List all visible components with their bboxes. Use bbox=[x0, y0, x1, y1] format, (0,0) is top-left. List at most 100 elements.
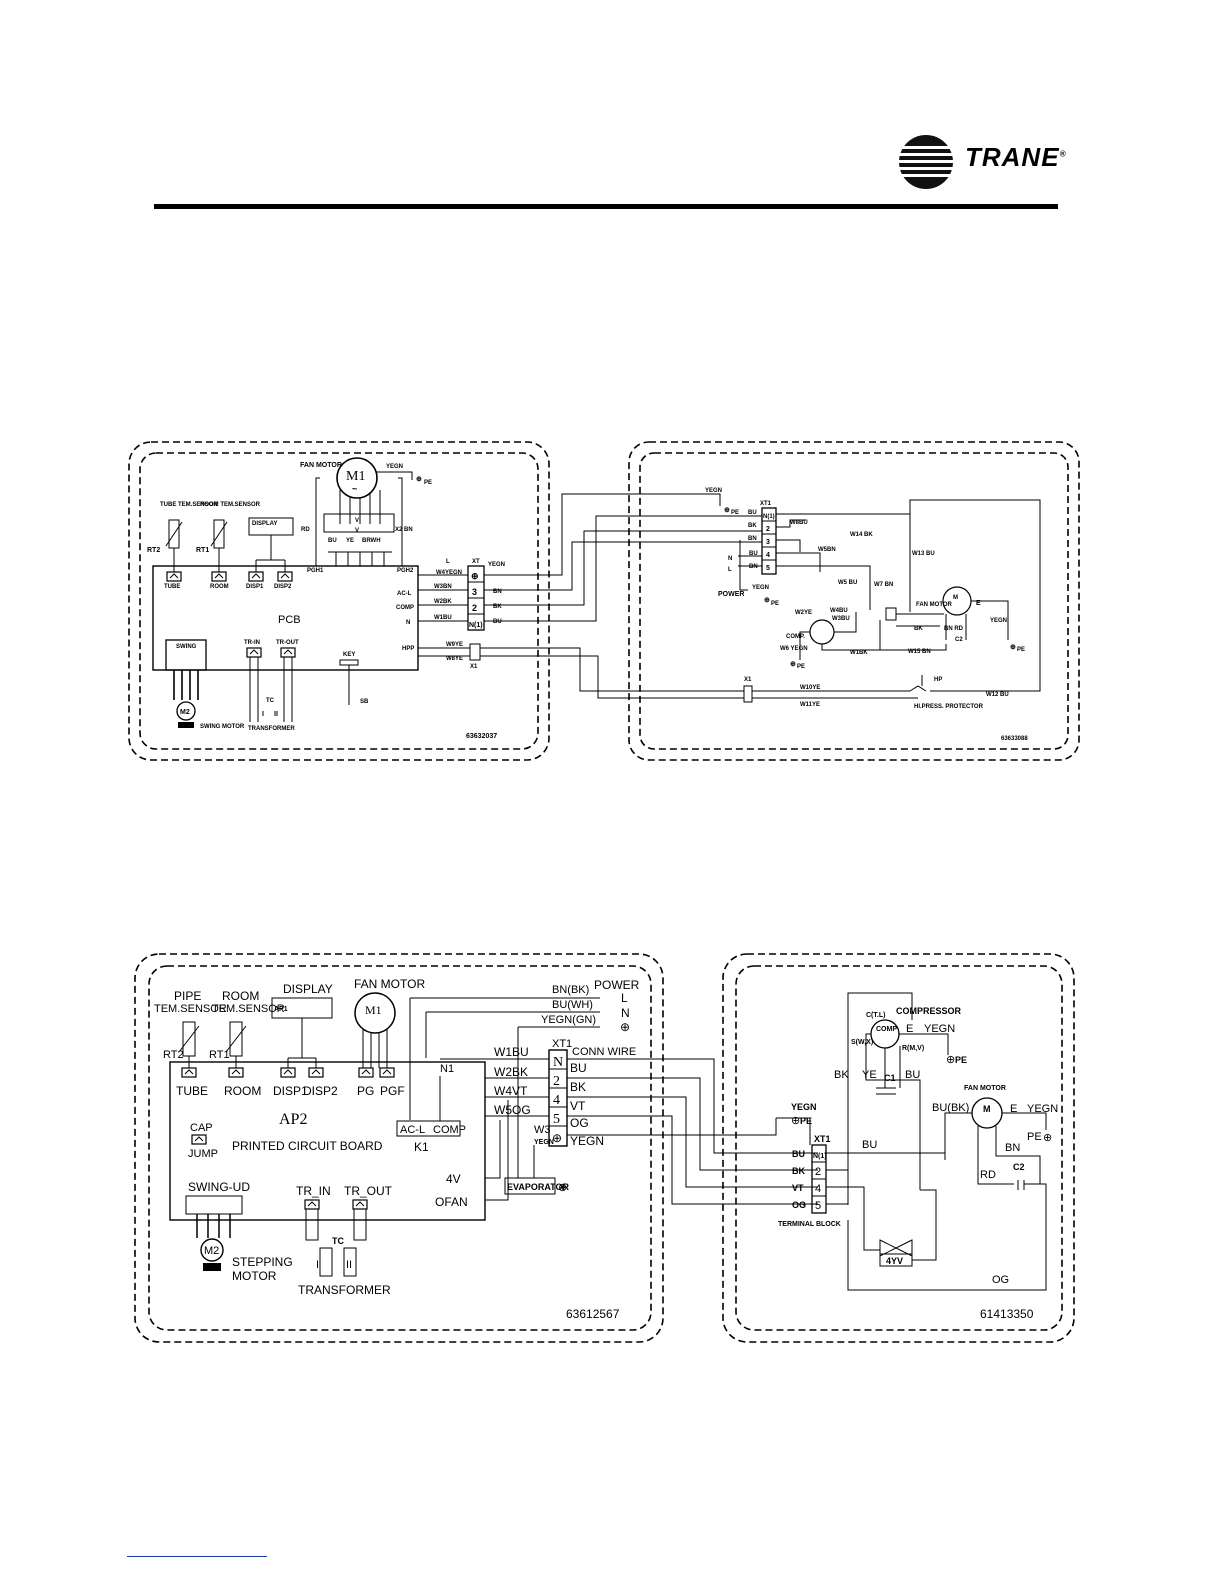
w5og-label-2: W5OG bbox=[494, 1103, 531, 1117]
w2ye-label: W2YE bbox=[795, 610, 812, 616]
fan-motor-label: FAN MOTOR bbox=[300, 462, 342, 469]
xt1-bn: BN bbox=[748, 536, 757, 542]
ac-l-label: AC-L bbox=[397, 591, 412, 597]
w14bk-label: W14 BK bbox=[850, 532, 873, 538]
trane-globe-icon bbox=[899, 135, 953, 189]
fan-x2-label: X2 bbox=[395, 527, 403, 533]
outdoor-bk-label: BK bbox=[914, 626, 923, 632]
pgh1-label: PGH1 bbox=[307, 568, 324, 574]
fan-bn-label: BN bbox=[404, 527, 413, 533]
comp-label-outdoor: COMP. bbox=[786, 634, 805, 640]
tb-term-5: 5 bbox=[815, 1200, 821, 1212]
yegn-gn-label: YEGN(GN) bbox=[541, 1014, 596, 1026]
xt1-bu: BU bbox=[748, 510, 757, 516]
xt1-label-outdoor-2: XT1 bbox=[814, 1134, 831, 1144]
outdoor-x1-label: X1 bbox=[744, 677, 752, 683]
comp-bk-label: BK bbox=[834, 1069, 849, 1081]
coil-2-label-2: II bbox=[346, 1259, 352, 1271]
w2bk-label: W2BK bbox=[434, 599, 452, 605]
outdoor2-drawing-no: 61413350 bbox=[980, 1307, 1034, 1321]
w6-pe: PE bbox=[797, 664, 805, 670]
w10ye-label: W10YE bbox=[800, 685, 820, 691]
w1bu-label-2: W1BU bbox=[494, 1045, 529, 1059]
tr-in-label-2: TR_IN bbox=[296, 1184, 331, 1198]
rt1-label-2: RT1 bbox=[209, 1049, 230, 1061]
outdoor-fan-pe: PE bbox=[1017, 647, 1025, 653]
m2-label-2: M2 bbox=[204, 1245, 219, 1257]
xt1-term-5: 5 bbox=[766, 565, 770, 572]
comp-pe-label: PE bbox=[955, 1055, 967, 1065]
footer-rule bbox=[127, 1556, 267, 1557]
comp-s-label: S(W,X) bbox=[851, 1039, 873, 1046]
n1-label: N1 bbox=[440, 1063, 454, 1075]
tr-out-label-2: TR_OUT bbox=[344, 1184, 393, 1198]
out-bn-label: BN bbox=[493, 589, 502, 595]
w4bu-label: W4BU bbox=[830, 608, 848, 614]
fan-v-label: V bbox=[355, 518, 359, 524]
outdoor1-drawing-no: 63633088 bbox=[1001, 736, 1028, 742]
outdoor-fan-pe-2: PE bbox=[1027, 1131, 1042, 1143]
w6yegn-label: W6 YEGN bbox=[780, 646, 808, 652]
outdoor-pe-top-sym: ⊕ bbox=[724, 507, 730, 514]
x1-label: X1 bbox=[470, 664, 478, 670]
fan-motor-symbol: ~ bbox=[352, 484, 357, 494]
power-n: N bbox=[728, 556, 732, 562]
pcb-label: PCB bbox=[278, 614, 301, 626]
fan-rd-label: RD bbox=[301, 527, 310, 533]
og-wire-label: OG bbox=[992, 1274, 1009, 1286]
room-sensor-label-2: TEM.SENSOR bbox=[212, 1003, 285, 1015]
swing-motor-label: SWING MOTOR bbox=[200, 724, 245, 730]
tb-pe-sym: ⊕ bbox=[791, 1115, 800, 1127]
coil-2-label: II bbox=[274, 711, 278, 718]
fan-bu-label: BU bbox=[328, 538, 337, 544]
m2-label: M2 bbox=[180, 709, 190, 716]
pcb-label-2: PRINTED CIRCUIT BOARD bbox=[232, 1139, 383, 1153]
compressor-label: COMPRESSOR bbox=[896, 1006, 962, 1016]
bn-bk-label: BN(BK) bbox=[552, 984, 589, 996]
power-l-2: L bbox=[621, 991, 628, 1005]
tb-vt: VT bbox=[792, 1183, 804, 1193]
xt-label: XT bbox=[472, 559, 480, 565]
tb-term-n: N(1) bbox=[813, 1153, 827, 1160]
diagram2-outdoor-unit: COMPRESSOR C(T.L) COMP E YEGN ⊕ PE S(W,X… bbox=[722, 953, 1075, 1343]
power-pe-sym: ⊕ bbox=[764, 597, 770, 604]
pg-label: PG bbox=[357, 1084, 374, 1098]
coil-1-label-2: I bbox=[316, 1259, 319, 1271]
evaporator-pe: ⊕ bbox=[558, 1182, 567, 1194]
rt1-label: RT1 bbox=[196, 547, 209, 554]
comp-e-label: E bbox=[906, 1023, 913, 1035]
tb-og: OG bbox=[792, 1200, 806, 1210]
outdoor-yegn-top: YEGN bbox=[705, 488, 722, 494]
4v-label: 4V bbox=[446, 1172, 461, 1186]
diagram2-indoor-unit: AP2 PRINTED CIRCUIT BOARD PIPE TEM.SENSO… bbox=[134, 953, 664, 1343]
tb-pe: PE bbox=[800, 1116, 812, 1126]
diagram1-outdoor-unit: YEGN ⊕ PE XT1 N(1) 2 3 4 5 BU BK BN BU B… bbox=[628, 441, 1080, 761]
outdoor-comp-label: COMP bbox=[876, 1026, 897, 1033]
xt1-term-4-2: 4 bbox=[553, 1093, 560, 1108]
w13bu-label: W13 BU bbox=[912, 551, 935, 557]
hpp-label: HPP bbox=[402, 646, 414, 652]
swing-label: SWING bbox=[176, 644, 197, 650]
swing-ud-label: SWING-UD bbox=[188, 1180, 250, 1194]
power-l: L bbox=[728, 567, 732, 573]
xt1-term-2-2: 2 bbox=[553, 1074, 560, 1089]
fan-m1-label-2: M1 bbox=[365, 1003, 382, 1017]
xt1-term-4: 4 bbox=[766, 552, 770, 559]
xt1-term-n-2: N bbox=[553, 1055, 563, 1070]
fan-ye-label: YE bbox=[346, 538, 354, 544]
terminal-block-label: TERMINAL BLOCK bbox=[778, 1221, 841, 1228]
xt1-label-2: XT1 bbox=[552, 1038, 572, 1050]
xt1-out-vt: VT bbox=[570, 1099, 586, 1113]
w4yegn-label: W4YEGN bbox=[436, 570, 462, 576]
n-label: N bbox=[406, 620, 410, 626]
tb-bu: BU bbox=[792, 1149, 805, 1159]
pgf-label: PGF bbox=[380, 1084, 405, 1098]
outdoor-fan-e: E bbox=[976, 600, 981, 607]
stepping-motor-label-1: STEPPING bbox=[232, 1255, 293, 1269]
disp1-label-2: DISP1 bbox=[273, 1084, 308, 1098]
comp-label: COMP bbox=[396, 605, 414, 611]
evaporator-label: EVAPORATOR bbox=[507, 1182, 570, 1192]
comp-r-label: R(M,V) bbox=[902, 1045, 924, 1052]
fan-pe-symbol: ⊕ bbox=[416, 476, 422, 483]
